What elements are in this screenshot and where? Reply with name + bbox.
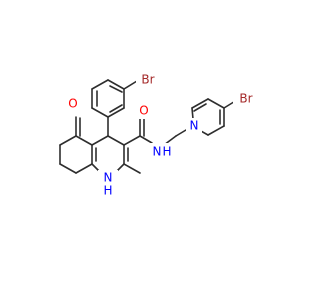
amide-oxygen-label: O [139,104,148,118]
label-background [64,96,82,112]
bond [91,135,109,146]
bond [191,98,209,109]
label-background [233,91,255,107]
bond [75,135,93,146]
bond [207,125,225,136]
bond [207,98,225,109]
aryl-bromine-label: Br [141,73,154,87]
bond [107,135,125,146]
bond [123,163,141,174]
label-background [135,103,153,119]
label-background [98,170,118,200]
bond [193,103,207,112]
ring-n-label: N [104,171,113,185]
molecule-structure: Br Br O O N H N N H [59,72,255,200]
bonds [59,79,238,174]
bond [107,107,125,118]
amide-n-label: N [153,145,162,159]
bond [91,79,109,90]
pyridine-n-label: N [190,119,199,133]
pyridine-bromine-label: Br [239,92,252,106]
bond [109,85,123,93]
bond [175,129,187,137]
bond [59,135,77,146]
ring-h-label: H [103,184,112,198]
amide-h-label: H [162,145,171,159]
label-background [150,143,170,161]
bond [123,135,141,146]
bond [75,163,93,174]
bond [191,107,194,120]
bond [107,79,125,90]
bond [91,107,109,118]
atom-labels: Br Br O O N H N N H [64,72,255,200]
label-background [186,118,202,134]
bond [123,80,138,90]
ketone-oxygen-label: O [68,97,77,111]
label-background [136,72,160,88]
bond [109,104,123,113]
bond [139,135,153,144]
bond [59,163,77,174]
